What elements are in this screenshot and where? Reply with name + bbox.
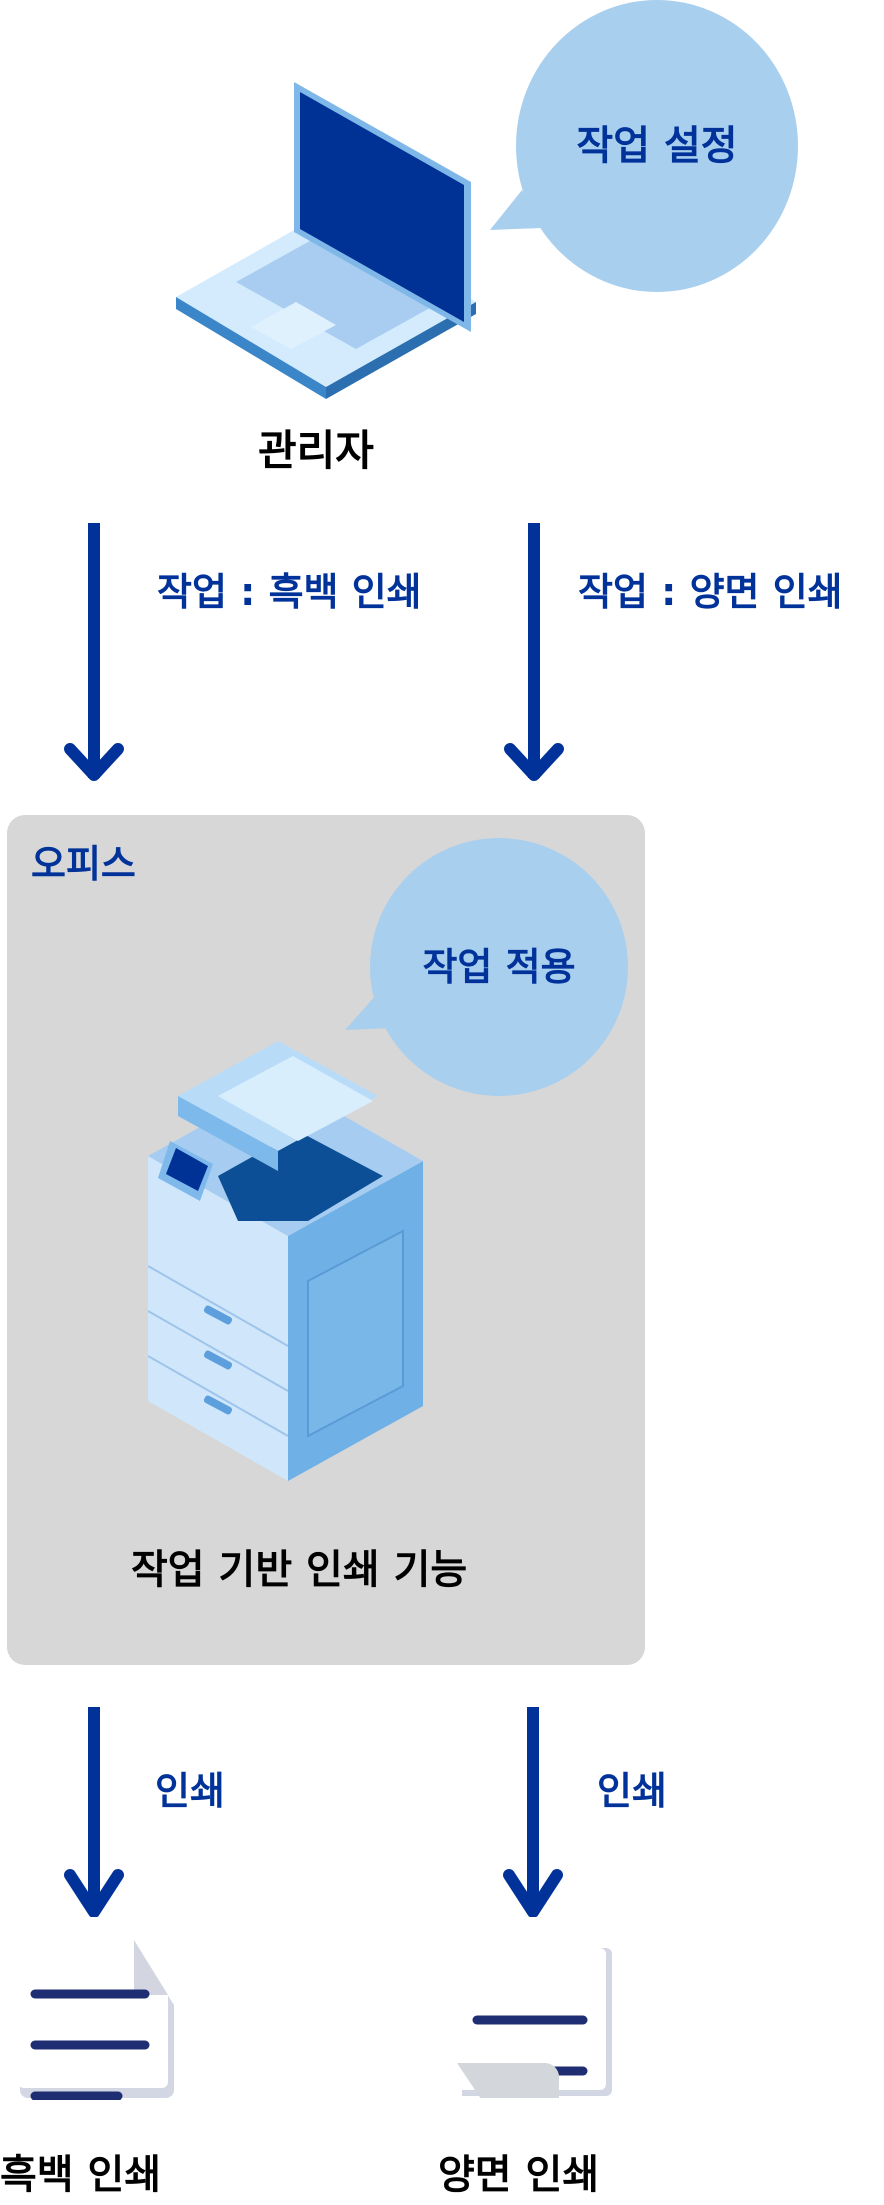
arrow-down-icon <box>504 523 564 781</box>
print-label-right: 인쇄 <box>597 1769 667 1813</box>
office-bubble: 작업 적용 <box>370 838 628 1096</box>
bubble-tail <box>345 995 392 1030</box>
mono-document-icon <box>18 1940 174 2100</box>
arrow-down-icon <box>64 1707 124 1917</box>
bubble-tail <box>490 190 542 230</box>
arrow-down-icon <box>64 523 124 781</box>
output-label-mono: 흑백 인쇄 <box>0 2152 162 2198</box>
laptop-icon <box>176 82 476 399</box>
admin-bubble-text: 작업 설정 <box>576 123 738 169</box>
printer-icon <box>148 1041 423 1481</box>
arrow-down-icon <box>503 1707 563 1917</box>
duplex-document-icon <box>457 1948 612 2098</box>
admin-bubble: 작업 설정 <box>516 0 798 292</box>
output-label-duplex: 양면 인쇄 <box>438 2152 600 2198</box>
admin-label: 관리자 <box>258 426 374 475</box>
office-title: 오피스 <box>31 842 136 886</box>
job-label-mono: 작업 : 흑백 인쇄 <box>157 570 422 614</box>
job-label-duplex: 작업 : 양면 인쇄 <box>578 570 843 614</box>
office-caption: 작업 기반 인쇄 기능 <box>131 1547 468 1593</box>
print-label-left: 인쇄 <box>155 1769 225 1813</box>
office-bubble-text: 작업 적용 <box>422 945 576 989</box>
